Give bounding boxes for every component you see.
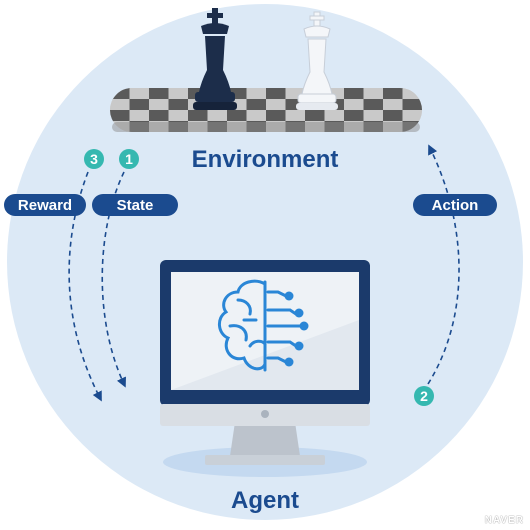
black-king-icon [193, 8, 237, 110]
board-square [266, 110, 286, 122]
board-square [266, 88, 286, 100]
step-badge-1: 1 [119, 149, 139, 169]
board-square [168, 110, 189, 122]
step-badge-2: 2 [414, 386, 434, 406]
board-square [246, 99, 267, 111]
chessboard-icon [110, 88, 422, 132]
board-square [149, 88, 169, 100]
board-square [344, 99, 364, 111]
environment-label: Environment [191, 146, 339, 173]
board-square [285, 110, 306, 122]
circuit-node-icons [284, 291, 309, 367]
board-square [110, 110, 130, 122]
board-square [129, 88, 150, 100]
agent-label: Agent [231, 487, 299, 514]
board-square [383, 99, 403, 111]
board-square [402, 88, 422, 100]
board-square [129, 99, 150, 111]
step-badge-3: 3 [84, 149, 104, 169]
board-square [344, 88, 364, 100]
board-square [383, 88, 403, 100]
board-square [149, 99, 169, 111]
state-arrow [101, 171, 126, 388]
board-square [227, 88, 247, 100]
board-square [188, 110, 208, 122]
board-square [168, 88, 189, 100]
action-edge-label: Action [413, 194, 497, 216]
board-square [383, 110, 403, 122]
board-square [363, 110, 384, 122]
board-square [363, 99, 384, 111]
board-square [402, 110, 422, 122]
white-king-icon [296, 11, 338, 110]
board-square [110, 88, 130, 100]
board-square [149, 110, 169, 122]
watermark: NAVER [484, 515, 524, 526]
state-edge-label: State [92, 194, 178, 216]
board-square [207, 110, 228, 122]
brain-circuit-icon [218, 279, 302, 372]
board-square [246, 110, 267, 122]
board-square [402, 99, 422, 111]
board-square [110, 99, 130, 111]
board-square [227, 110, 247, 122]
board-square [344, 110, 364, 122]
board-square [285, 88, 306, 100]
board-square [285, 99, 306, 111]
board-square [324, 110, 345, 122]
action-arrow [427, 144, 460, 385]
board-square [168, 99, 189, 111]
reward-edge-label: Reward [4, 194, 86, 216]
board-square [246, 88, 267, 100]
board-square [227, 99, 247, 111]
board-square [129, 110, 150, 122]
board-square [266, 99, 286, 111]
board-square [305, 110, 325, 122]
board-square [363, 88, 384, 100]
